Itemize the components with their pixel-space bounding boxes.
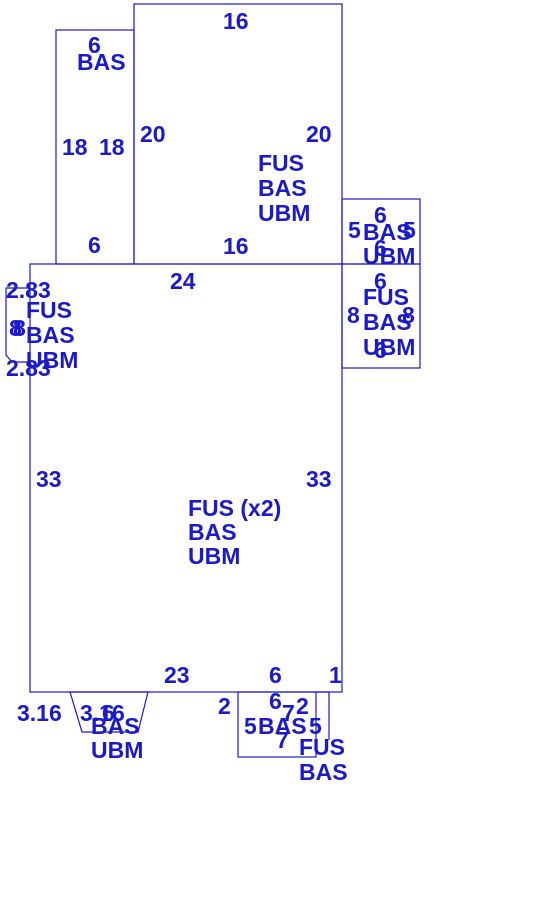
dim-right-lower-right: 8 xyxy=(402,302,415,328)
left-small-area-outline xyxy=(5,287,30,363)
dim-right-lower-bottom: 6 xyxy=(374,337,387,363)
dim-upper-main-right: 20 xyxy=(306,121,332,147)
label-right-lower-bas: BAS xyxy=(363,309,412,335)
dim-bottom-left-top-b: 6 xyxy=(102,700,115,726)
label-right-upper-ubm: UBM xyxy=(363,243,415,269)
bottom-right-notch-outline xyxy=(316,691,330,740)
dim-bottom-center-inner: 7 xyxy=(282,700,295,726)
label-bottom-right-fus: FUS xyxy=(299,734,345,760)
label-right-lower-fus: FUS xyxy=(363,284,409,310)
dim-bottom-center-top: 6 xyxy=(269,688,282,714)
label-right-lower-ubm: UBM xyxy=(363,334,415,360)
dim-upper-left-top: 6 xyxy=(88,32,101,58)
dim-upper-main-left: 20 xyxy=(140,121,166,147)
label-left-small-fus: FUS xyxy=(26,297,72,323)
dim-bottom-center-bottom: 7 xyxy=(276,727,289,753)
label-main-bas: BAS xyxy=(188,519,237,545)
dim-main-notch-top: 6 xyxy=(269,662,282,688)
dim-main-left: 33 xyxy=(36,466,62,492)
label-upper-main-fus: FUS xyxy=(258,150,304,176)
dim-right-upper-left: 5 xyxy=(348,217,361,243)
dim-right-upper-top: 6 xyxy=(374,202,387,228)
label-bottom-left-ubm: UBM xyxy=(91,737,143,763)
dim-upper-main-top: 16 xyxy=(223,8,249,34)
label-left-small-bas: BAS xyxy=(26,322,75,348)
dim-bottom-left-top-a: 3.16 xyxy=(80,700,125,726)
label-right-upper-bas: BAS xyxy=(363,219,412,245)
label-bottom-left-bas: BAS xyxy=(91,713,140,739)
dim-main-bottom: 23 xyxy=(164,662,190,688)
dim-right-upper-right: 5 xyxy=(403,217,416,243)
right-lower-area-outline xyxy=(341,263,421,369)
label-main-fus: FUS (x2) xyxy=(188,495,281,521)
dim-left-small-top: 2.83 xyxy=(6,277,51,303)
dim-bottom-center-right: 5 xyxy=(309,713,322,739)
dim-bottom-left-left: 3.16 xyxy=(17,700,62,726)
label-bottom-center-bas: BAS xyxy=(258,713,307,739)
dim-main-top: 24 xyxy=(170,268,196,294)
dim-left-small-bottom: 2.83 xyxy=(6,355,51,381)
dim-right-lower-top: 6 xyxy=(374,268,387,294)
label-main-ubm: UBM xyxy=(188,543,240,569)
dim-upper-main-bottom: 16 xyxy=(223,233,249,259)
label-upper-main-bas: BAS xyxy=(258,175,307,201)
dim-upper-left-right: 18 xyxy=(99,134,125,160)
main-area-outline xyxy=(29,263,343,693)
label-bottom-right-bas: BAS xyxy=(299,759,348,785)
label-upper-main-ubm: UBM xyxy=(258,200,310,226)
dim-right-upper-bottom: 6 xyxy=(374,235,387,261)
dim-left-small-right: 8 xyxy=(13,315,26,341)
dim-bottom-center-left: 5 xyxy=(244,713,257,739)
dim-upper-left-left: 18 xyxy=(62,134,88,160)
dim-main-notch-step-right: 2 xyxy=(296,693,309,719)
dim-left-small-left: 8 xyxy=(9,315,22,341)
dim-main-notch-step-left: 2 xyxy=(218,693,231,719)
dim-main-notch-right: 1 xyxy=(329,662,342,688)
bottom-center-area-outline xyxy=(237,691,317,758)
dim-main-right: 33 xyxy=(306,466,332,492)
label-upper-left-bas: BAS xyxy=(77,49,126,75)
bottom-left-area-outline xyxy=(69,691,149,733)
label-left-small-ubm: UBM xyxy=(26,347,78,373)
dim-upper-left-bottom: 6 xyxy=(88,232,101,258)
dim-right-lower-left: 8 xyxy=(347,302,360,328)
